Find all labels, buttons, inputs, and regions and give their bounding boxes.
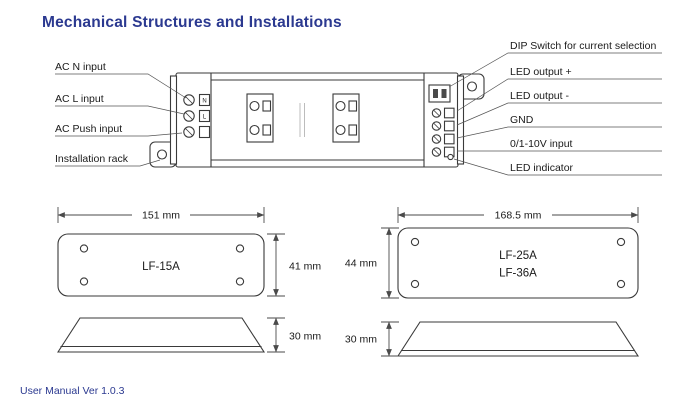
mid-terminal-block-b xyxy=(332,93,360,143)
leader-line-ac-n xyxy=(55,73,187,99)
terminal-box xyxy=(348,124,358,136)
terminal-label-l: L xyxy=(203,115,207,121)
page-title: Mechanical Structures and Installations xyxy=(42,14,342,31)
mid-terminal-block-a xyxy=(246,93,274,143)
lf25a-side-view xyxy=(396,321,640,357)
mounting-ear-left-hole xyxy=(156,149,168,160)
dim-width-lf25a: 168.5 mm xyxy=(495,210,542,222)
dim-height-lf25a: 44 mm xyxy=(345,258,377,270)
callout-ac-push-input: AC Push input xyxy=(55,123,122,135)
terminal-label-n: N xyxy=(202,99,206,105)
output-terminal-block xyxy=(428,84,455,161)
leader-line-installation-rack xyxy=(55,159,161,167)
lf15a-side-view xyxy=(56,317,266,353)
callouts-left: AC N input AC L input AC Push input Inst… xyxy=(55,61,187,167)
lf25a-top-view xyxy=(397,227,639,299)
callout-gnd: GND xyxy=(510,114,534,126)
led-indicator-lamp xyxy=(447,153,454,161)
leader-line-led-indicator xyxy=(453,158,662,176)
terminal-screw xyxy=(335,100,346,112)
dip-switch-toggle xyxy=(433,89,438,98)
terminal-box xyxy=(443,133,455,145)
model-label-lf25a: LF-25A xyxy=(499,250,537,262)
model-label-lf36a: LF-36A xyxy=(499,268,537,280)
terminal-box xyxy=(198,109,211,123)
terminal-box xyxy=(443,120,455,132)
terminal-box xyxy=(198,93,211,107)
dip-switch-toggle xyxy=(441,89,447,98)
dip-switch-body xyxy=(428,84,451,103)
screw-slot xyxy=(185,128,193,136)
dim-depth-lf25a: 30 mm xyxy=(345,334,377,346)
dim-width-lf15a: 151 mm xyxy=(142,210,180,222)
leader-line-dip-switch xyxy=(448,52,662,88)
dim-label-bg xyxy=(484,207,552,222)
screw-hole xyxy=(235,277,245,286)
screw-slot xyxy=(185,112,193,120)
screw-hole xyxy=(235,244,245,253)
screw-hole xyxy=(410,279,420,289)
dim-label-bg xyxy=(132,207,190,222)
device-body xyxy=(175,72,459,168)
callout-0-1-10v-input: 0/1-10V input xyxy=(510,138,573,150)
lf25a-lf36a-drawing: 168.5 mm 44 mm LF-25A LF-36A 30 mm xyxy=(345,207,640,357)
screw-hole xyxy=(79,277,89,286)
screw-slot xyxy=(433,135,440,143)
callout-led-indicator: LED indicator xyxy=(510,162,574,174)
model-label-lf15a: LF-15A xyxy=(142,261,180,273)
lf15a-top-view xyxy=(57,233,265,297)
terminal-box xyxy=(348,100,358,112)
terminal-screw xyxy=(335,124,346,136)
leader-line-led-output-plus xyxy=(456,78,662,112)
leader-line-ac-push xyxy=(55,132,183,137)
screw-slot xyxy=(433,122,440,130)
screw-slot xyxy=(185,96,193,104)
terminal-box xyxy=(262,124,272,136)
mounting-ear-right-hole xyxy=(466,81,478,92)
callouts-right: DIP Switch for current selection LED out… xyxy=(448,40,662,176)
callout-dip-switch: DIP Switch for current selection xyxy=(510,40,656,52)
footer-version: User Manual Ver 1.0.3 xyxy=(20,385,125,397)
screw-hole xyxy=(616,237,626,247)
terminal-box xyxy=(443,107,455,119)
device-top-view: N L xyxy=(149,72,485,168)
terminal-screw xyxy=(249,100,260,112)
input-terminal-block: N L xyxy=(183,93,211,139)
screw-hole xyxy=(79,244,89,253)
screw-slot xyxy=(433,109,440,117)
terminal-box xyxy=(262,100,272,112)
dip-switch xyxy=(428,84,451,103)
device-end-flange-right xyxy=(456,75,465,165)
screw-hole xyxy=(410,237,420,247)
callout-installation-rack: Installation rack xyxy=(55,153,129,165)
leader-line-led-output-minus xyxy=(456,102,662,126)
callout-led-output-plus: LED output + xyxy=(510,66,572,78)
callout-led-output-minus: LED output - xyxy=(510,90,569,102)
terminal-box xyxy=(198,125,211,139)
terminal-screw xyxy=(249,124,260,136)
callout-ac-l-input: AC L input xyxy=(55,93,104,105)
screw-hole xyxy=(616,279,626,289)
dim-height-lf15a: 41 mm xyxy=(289,261,321,273)
dim-depth-lf15a: 30 mm xyxy=(289,331,321,343)
lf15a-drawing: 151 mm LF-15A 41 mm 30 mm xyxy=(56,207,321,353)
leader-line-gnd xyxy=(456,126,662,139)
callout-ac-n-input: AC N input xyxy=(55,61,106,73)
screw-slot xyxy=(433,148,440,156)
leader-line-ac-l xyxy=(55,105,185,115)
device-end-flange-left xyxy=(169,75,178,165)
